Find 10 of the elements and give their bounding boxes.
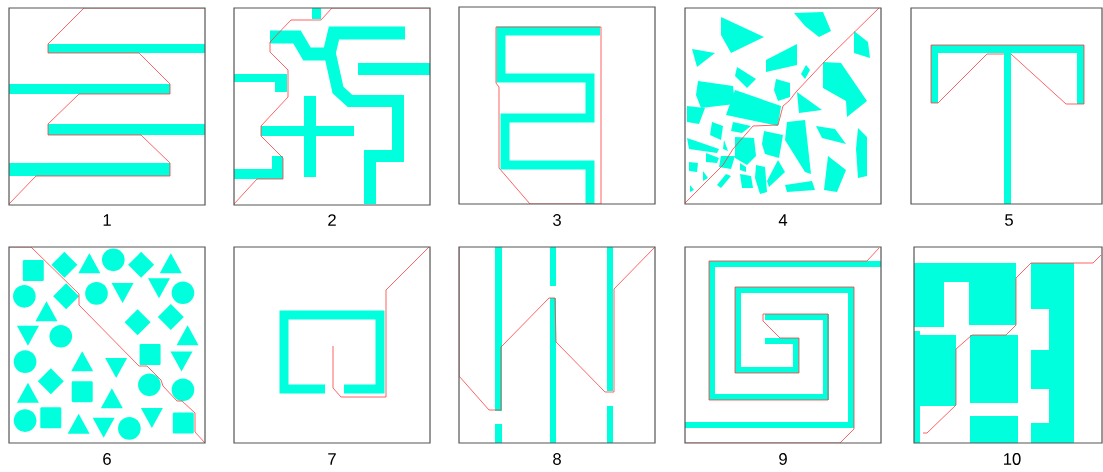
panel-number: 10	[1004, 453, 1021, 465]
panel-number: 2	[328, 214, 336, 226]
panel-number: 6	[103, 453, 111, 465]
panel-number: 4	[778, 214, 788, 226]
panel-number: 9	[779, 453, 787, 465]
panel-number: 5	[1005, 214, 1013, 226]
panel-number: 8	[553, 453, 561, 465]
panel-number: 7	[328, 453, 336, 465]
panel-number: 1	[103, 214, 111, 226]
panel-number: 3	[553, 214, 561, 226]
